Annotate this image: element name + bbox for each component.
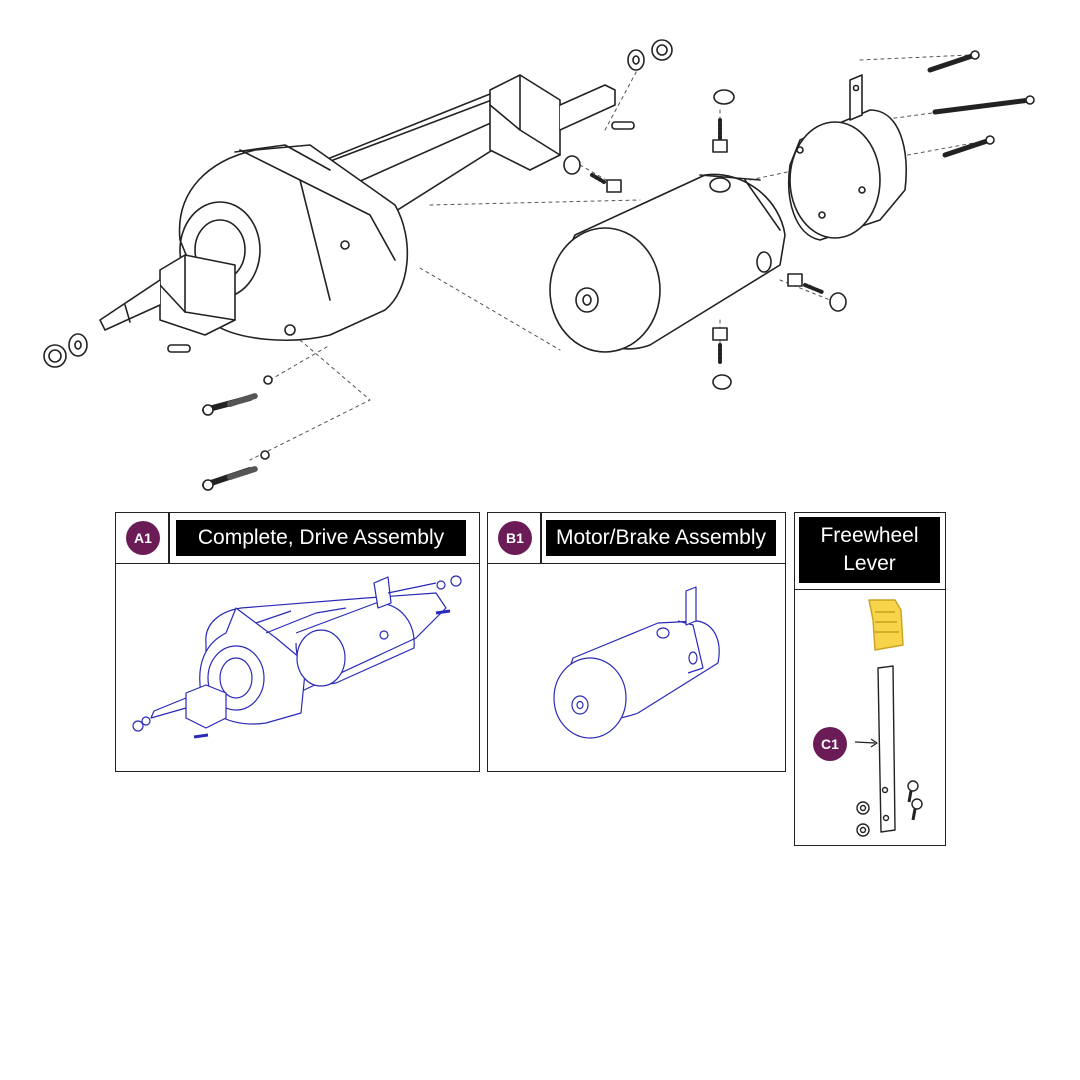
freewheel-body-frame: C1 <box>794 590 946 846</box>
panel-header: A1 Complete, Drive Assembly <box>116 513 479 564</box>
panel-complete-drive-assembly: A1 Complete, Drive Assembly <box>115 512 480 772</box>
motor-drawing <box>549 89 847 390</box>
panel-header: B1 Motor/Brake Assembly <box>488 513 785 564</box>
axle-hardware-right <box>611 39 673 130</box>
lever-screws-icon <box>856 780 923 837</box>
callout-title-c1: Freewheel Lever <box>799 517 940 583</box>
callout-title-c1-line2: Lever <box>843 552 896 575</box>
transaxle-drawing <box>99 74 616 341</box>
callout-badge-c1: C1 <box>813 727 847 761</box>
freewheel-title-frame: Freewheel Lever <box>794 512 946 590</box>
exploded-view-diagram <box>0 0 1080 500</box>
lever-bar-icon <box>877 665 896 833</box>
callout-badge-b1: B1 <box>498 521 532 555</box>
header-divider <box>540 513 542 563</box>
freewheel-lever-drawing <box>854 599 923 837</box>
panel-motor-brake-assembly: B1 Motor/Brake Assembly <box>487 512 786 772</box>
panel-freewheel-lever: Freewheel Lever <box>794 512 946 846</box>
callout-badge-a1: A1 <box>126 521 160 555</box>
header-divider <box>168 513 170 563</box>
callout-title-a1: Complete, Drive Assembly <box>176 520 466 556</box>
callout-title-b1: Motor/Brake Assembly <box>546 520 776 556</box>
complete-drive-assembly-drawing <box>132 575 462 739</box>
motor-brake-assembly-drawing <box>553 586 720 739</box>
callout-title-c1-line1: Freewheel <box>820 524 919 547</box>
mounting-bolts <box>202 375 273 491</box>
brake-drawing <box>788 50 1035 241</box>
lever-knob-icon <box>868 599 904 651</box>
axle-hardware-left <box>43 333 191 368</box>
